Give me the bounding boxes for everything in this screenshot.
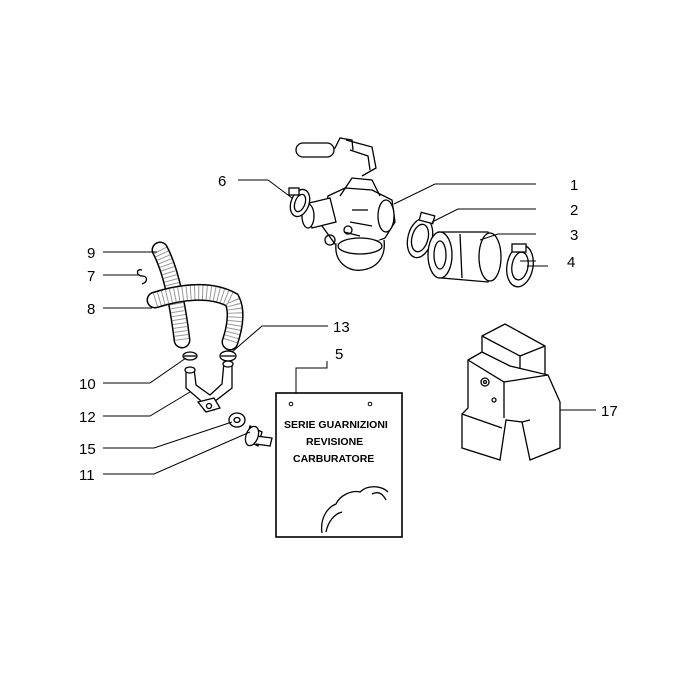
intake-sleeve-3-part — [427, 231, 502, 283]
callout-7: 7 — [87, 268, 95, 285]
fuel-hose-9-part — [151, 241, 191, 349]
leader-15 — [103, 421, 233, 449]
leader-lines — [103, 179, 596, 475]
callout-9: 9 — [87, 245, 95, 262]
clamp-2-part — [406, 211, 436, 259]
callout-6: 6 — [218, 173, 226, 190]
callout-5: 5 — [335, 346, 343, 363]
leader-13 — [231, 325, 328, 353]
callout-15: 15 — [79, 441, 96, 458]
fuel-hose-8-part — [146, 284, 244, 351]
washer-15-part — [228, 412, 246, 428]
tool-17-part — [461, 323, 561, 461]
callout-1: 1 — [570, 177, 578, 194]
callout-8: 8 — [87, 301, 95, 318]
leader-12 — [103, 391, 191, 417]
callout-10: 10 — [79, 376, 96, 393]
callout-17: 17 — [601, 403, 618, 420]
bolt-11-part — [244, 425, 273, 447]
leader-11 — [103, 431, 251, 475]
callout-11: 11 — [79, 467, 95, 484]
callout-4: 4 — [567, 254, 575, 271]
callout-numbers: 1 2 3 4 5 6 7 8 9 10 11 12 13 15 17 — [79, 173, 618, 484]
leader-5 — [295, 361, 328, 393]
leader-1 — [393, 183, 536, 205]
leader-10 — [103, 357, 187, 384]
leader-3 — [479, 233, 536, 241]
package-label-line1: SERIE GUARNIZIONI — [284, 419, 388, 431]
clamp-6-part — [288, 187, 311, 218]
y-fitting-12-part — [184, 360, 234, 413]
seal-kit-package: SERIE GUARNIZIONI REVISIONE CARBURATORE — [275, 392, 403, 538]
hose-clip-7-part — [136, 269, 148, 285]
carburetor-part — [295, 137, 396, 271]
leader-2 — [431, 208, 536, 223]
callout-2: 2 — [570, 202, 578, 219]
callout-3: 3 — [570, 227, 578, 244]
clamp-4-part — [506, 243, 548, 288]
callout-12: 12 — [79, 409, 96, 426]
callout-13: 13 — [333, 319, 350, 336]
package-label-line3: CARBURATORE — [293, 453, 374, 465]
hose-clamp-10-part — [182, 351, 198, 361]
leader-6 — [238, 179, 293, 199]
hose-clamp-13-part — [219, 350, 237, 362]
package-label-line2: REVISIONE — [306, 436, 363, 448]
